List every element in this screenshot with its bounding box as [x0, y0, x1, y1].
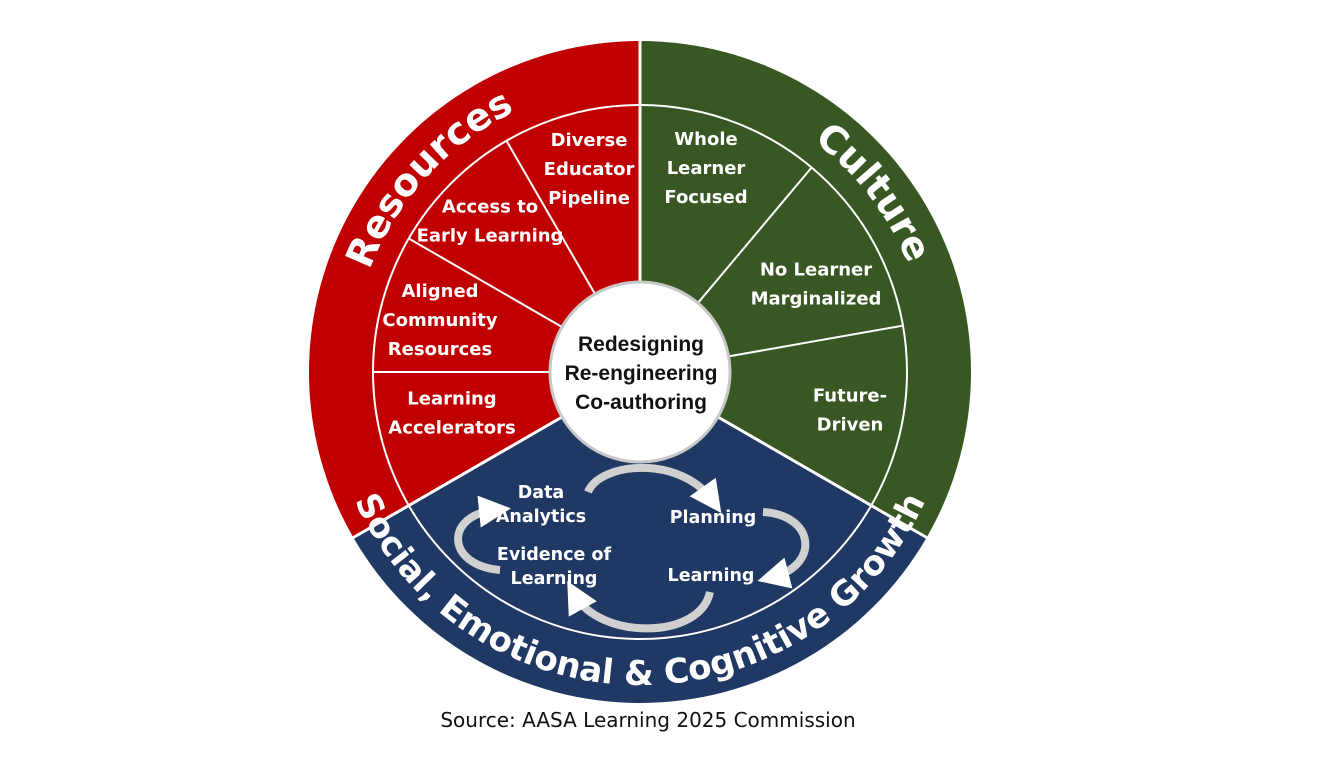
culture-segment-label: Future- Driven — [813, 386, 887, 436]
resources-segment-label-line: Early Learning — [417, 226, 564, 247]
sub-segment-divider — [728, 324, 904, 358]
culture-segment-label-line: Whole — [674, 129, 737, 150]
culture-segment-label-line: Driven — [817, 415, 884, 436]
center-line-3: Co-authoring — [575, 391, 707, 414]
resources-segment-label-line: Aligned — [401, 281, 478, 302]
arrow-data-to-planning-icon — [584, 464, 722, 514]
boundary-culture-growth — [717, 415, 930, 540]
culture-segment-label-line: Focused — [664, 187, 747, 208]
resources-segment-label-line: Educator — [544, 159, 635, 180]
sub-segment-divider — [505, 140, 596, 295]
arrow-planning-to-learning-icon — [757, 508, 810, 589]
resources-sector — [308, 41, 640, 538]
resources-segment-label-line: Diverse — [551, 130, 628, 151]
resources-segment-label-line: Community — [382, 310, 497, 331]
culture-sector — [640, 41, 971, 538]
cycle-step-label-line: Evidence of — [497, 545, 612, 565]
center-line-2: Re-engineering — [565, 362, 718, 385]
resources-segment-label-line: Resources — [388, 339, 492, 360]
arrow-evidence-to-data-icon — [454, 495, 511, 574]
resources-segment-label-line: Access to — [442, 197, 538, 218]
sub-segment-divider — [697, 166, 813, 304]
cycle-step-label-line: Analytics — [496, 507, 586, 527]
center-circle — [548, 280, 732, 464]
segment-dividers — [350, 39, 930, 640]
cycle-step-label: Evidence of Learning — [497, 545, 612, 589]
cycle-step-label: Planning — [670, 508, 757, 528]
culture-segment-label-line: Future- — [813, 386, 887, 407]
culture-segment-label-line: No Learner — [760, 260, 872, 281]
source-caption: Source: AASA Learning 2025 Commission — [440, 708, 856, 732]
culture-segment-label-line: Marginalized — [751, 289, 882, 310]
cycle-step-label-line: Planning — [670, 508, 757, 528]
resources-segment-label-line: Accelerators — [388, 418, 515, 439]
resources-segment-label: Access to Early Learning — [417, 197, 564, 247]
culture-segment-label-line: Learner — [667, 158, 746, 179]
cycle-step-label-line: Learning — [668, 566, 755, 586]
cycle-arrows — [454, 464, 810, 633]
cycle-step-label: Learning — [668, 566, 755, 586]
resources-segment-label-line: Learning — [407, 389, 496, 410]
cycle-step-label-line: Learning — [511, 569, 598, 589]
arrow-learning-to-evidence-icon — [567, 581, 714, 633]
resources-segment-label-line: Pipeline — [548, 188, 630, 209]
center-line-1: Redesigning — [578, 333, 704, 356]
sub-segment-divider — [408, 237, 563, 328]
boundary-growth-resources — [350, 415, 563, 540]
cycle-step-label-line: Data — [518, 483, 565, 503]
